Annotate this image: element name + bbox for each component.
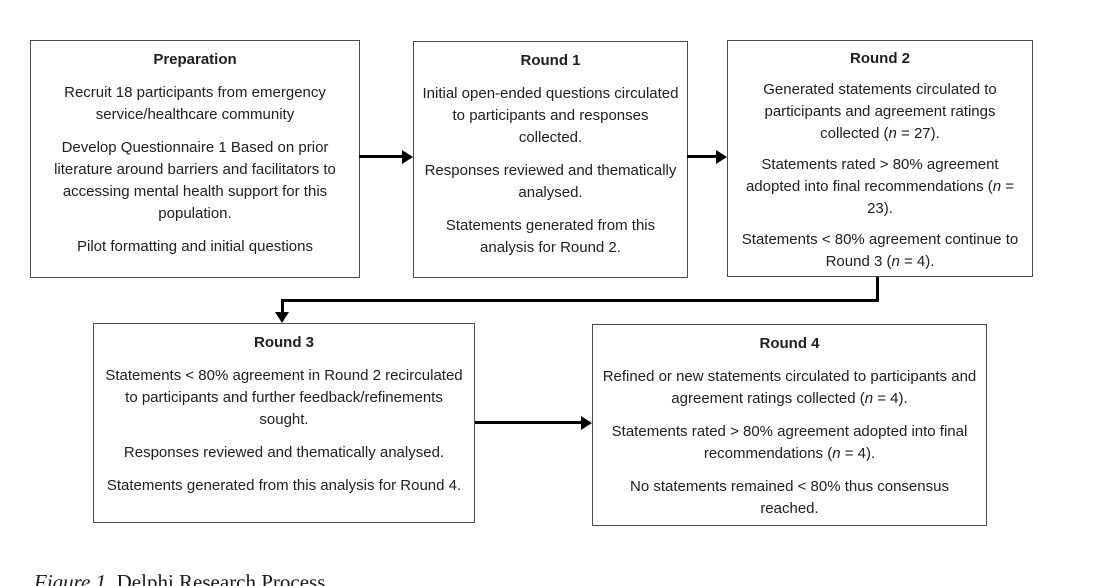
process-box-round-4: Round 4 Refined or new statements circul… [592,324,987,526]
process-box-round-1: Round 1 Initial open-ended questions cir… [413,41,688,278]
box-paragraph: Refined or new statements circulated to … [602,368,977,407]
box-paragraph: Statements generated from this analysis … [106,477,462,494]
arrow-line [475,421,582,424]
arrow-head-icon [581,416,592,430]
box-paragraph: Recruit 18 participants from emergency s… [64,84,326,123]
arrow-head-icon [275,312,289,323]
box-paragraph: Statements < 80% agreement in Round 2 re… [105,367,463,428]
process-box-round-2: Round 2 Generated statements circulated … [727,40,1033,277]
box-title: Round 2 [850,50,910,67]
process-box-round-3: Round 3 Statements < 80% agreement in Ro… [93,323,475,523]
box-paragraph: Develop Questionnaire 1 Based on prior l… [54,139,336,222]
box-title: Round 3 [254,334,314,351]
figure-caption-text: Delphi Research Process [111,570,326,586]
box-paragraph: Pilot formatting and initial questions [77,238,313,255]
figure-caption-label: Figure 1. [34,570,112,586]
figure-caption: Figure 1. Delphi Research Process [13,545,325,586]
box-paragraph: Statements generated from this analysis … [445,217,656,256]
box-paragraph: Initial open-ended questions circulated … [422,85,679,146]
box-paragraph: Responses reviewed and thematically anal… [123,444,445,461]
box-title: Preparation [153,51,237,68]
arrow-head-icon [716,150,727,164]
arrow-line [359,155,403,158]
connector-segment-left [281,299,879,302]
box-paragraph: Statements < 80% agreement continue to R… [741,231,1019,270]
arrow-head-icon [402,150,413,164]
box-paragraph: No statements remained < 80% thus consen… [630,478,949,517]
box-paragraph: Generated statements circulated to parti… [763,81,997,142]
process-box-preparation: Preparation Recruit 18 participants from… [30,40,360,278]
box-title: Round 4 [759,335,820,352]
arrow-line [687,155,717,158]
box-paragraph: Responses reviewed and thematically anal… [424,162,677,201]
box-paragraph: Statements rated > 80% agreement adopted… [611,423,968,462]
connector-segment-down [876,277,879,302]
connector-segment-down [281,301,284,313]
box-title: Round 1 [520,52,581,69]
box-paragraph: Statements rated > 80% agreement adopted… [745,156,1015,217]
